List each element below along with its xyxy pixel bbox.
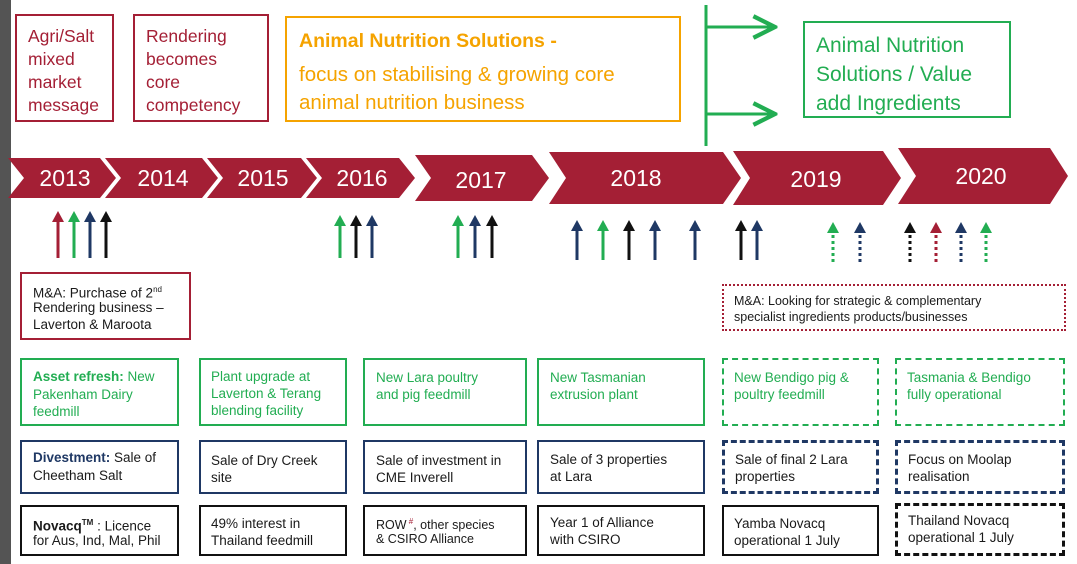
divestment-label: Divestment: — [33, 450, 111, 465]
year-label-2016: 2016 — [336, 165, 388, 191]
ma-purchase-line2: Rendering business – Laverton & Maroota — [33, 300, 164, 332]
arrow-group-2019 — [735, 220, 866, 262]
lara-feedmill-text: New Lara poultry and pig feedmill — [376, 370, 479, 402]
ma-looking-box: M&A: Looking for strategic & complementa… — [722, 284, 1066, 331]
ma-purchase-sup: nd — [153, 285, 162, 294]
bendigo-feedmill-text: New Bendigo pig & poultry feedmill — [734, 370, 849, 402]
novacq-licence-rest: : Licence — [93, 518, 152, 534]
asset-refresh-line1: Asset refresh: New — [33, 368, 155, 385]
csiro-alliance-text: Year 1 of Alliance with CSIRO — [550, 515, 654, 547]
row-csiro-line1: ROW #, other species — [376, 514, 495, 533]
yamba-novacq-text: Yamba Novacq operational 1 July — [734, 516, 840, 548]
rendering-text: Rendering becomes core competency — [146, 26, 241, 115]
chevron-2015 — [207, 158, 317, 198]
arrow-group-2017 — [452, 215, 498, 258]
agri-salt-box: Agri/Salt mixed market message — [15, 14, 114, 122]
final-lara-box: Sale of final 2 Lara properties — [722, 440, 879, 494]
ans-box: Animal Nutrition Solutions - focus on st… — [285, 16, 681, 122]
divestment-box: Divestment: Sale of Cheetham Salt — [20, 440, 179, 494]
row-csiro-sup: # — [406, 517, 414, 526]
moolap-box: Focus on Moolap realisation — [895, 440, 1065, 494]
divestment-rest: Sale of — [110, 450, 157, 465]
arrow-group-2013 — [52, 211, 112, 258]
asset-refresh-line2: Pakenham Dairy feedmill — [33, 387, 133, 419]
novacq-licence-line2: for Aus, Ind, Mal, Phil — [33, 533, 161, 548]
tasmanian-plant-text: New Tasmanian extrusion plant — [550, 370, 646, 402]
ans-title: Animal Nutrition Solutions - — [299, 30, 557, 52]
lara-properties-text: Sale of 3 properties at Lara — [550, 452, 668, 484]
chevron-2019 — [733, 151, 901, 205]
year-label-2013: 2013 — [39, 165, 91, 191]
transition-split-arrow — [704, 5, 775, 146]
ma-purchase-text-a: M&A: Purchase of 2 — [33, 285, 154, 301]
ma-looking-text: M&A: Looking for strategic & complementa… — [734, 294, 982, 324]
csiro-alliance-box: Year 1 of Alliance with CSIRO — [537, 505, 705, 556]
tasmanian-plant-box: New Tasmanian extrusion plant — [537, 358, 705, 426]
bendigo-feedmill-box: New Bendigo pig & poultry feedmill — [722, 358, 879, 426]
agri-salt-text: Agri/Salt mixed market message — [28, 26, 100, 115]
chevron-2013 — [8, 158, 116, 198]
year-label-2019: 2019 — [790, 166, 842, 192]
year-label-2015: 2015 — [237, 165, 289, 191]
chevron-2014 — [105, 158, 218, 198]
novacq-label: Novacq — [33, 518, 82, 534]
chevron-2017 — [415, 155, 549, 201]
arrow-group-2018 — [571, 220, 701, 260]
value-add-text: Animal Nutrition Solutions / Value add I… — [816, 34, 973, 115]
divestment-line1: Divestment: Sale of — [33, 449, 156, 466]
thailand-novacq-text: Thailand Novacq operational 1 July — [908, 513, 1014, 545]
arrow-group-2020 — [904, 222, 992, 262]
chevron-2018 — [549, 152, 741, 204]
novacq-licence-line1: NovacqTM : Licence — [33, 514, 151, 535]
dry-creek-box: Sale of Dry Creek site — [199, 440, 347, 494]
year-label-2014: 2014 — [137, 165, 189, 191]
dry-creek-text: Sale of Dry Creek site — [211, 453, 318, 485]
thailand-novacq-box: Thailand Novacq operational 1 July — [895, 503, 1065, 556]
ans-subtitle: focus on stabilising & growing core anim… — [299, 63, 615, 114]
asset-refresh-label: Asset refresh: — [33, 369, 124, 384]
arrow-group-2016 — [334, 215, 378, 258]
asset-refresh-box: Asset refresh: New Pakenham Dairy feedmi… — [20, 358, 179, 426]
year-label-2018: 2018 — [610, 165, 662, 191]
cme-inverell-text: Sale of investment in CME Inverell — [376, 453, 502, 485]
tas-bendigo-text: Tasmania & Bendigo fully operational — [907, 370, 1031, 402]
lara-properties-box: Sale of 3 properties at Lara — [537, 440, 705, 494]
ma-purchase-line1: M&A: Purchase of 2nd — [33, 281, 162, 302]
lara-feedmill-box: New Lara poultry and pig feedmill — [363, 358, 527, 426]
chevron-2020 — [898, 148, 1068, 204]
plant-upgrade-box: Plant upgrade at Laverton & Terang blend… — [199, 358, 347, 426]
chevron-2016 — [306, 158, 415, 198]
thailand-interest-box: 49% interest in Thailand feedmill — [199, 505, 347, 556]
final-lara-text: Sale of final 2 Lara properties — [735, 452, 848, 484]
divestment-line2: Cheetham Salt — [33, 468, 123, 483]
tas-bendigo-box: Tasmania & Bendigo fully operational — [895, 358, 1065, 426]
cme-inverell-box: Sale of investment in CME Inverell — [363, 440, 527, 494]
timeline-chevrons — [8, 148, 1068, 205]
row-csiro-text-b: , other species — [413, 518, 495, 533]
row-csiro-text-a: ROW — [376, 518, 407, 533]
value-add-box: Animal Nutrition Solutions / Value add I… — [803, 21, 1011, 118]
asset-refresh-rest: New — [123, 369, 155, 384]
left-edge-bar — [0, 0, 11, 564]
ma-purchase-box: M&A: Purchase of 2nd Rendering business … — [20, 272, 191, 340]
row-csiro-box: ROW #, other species & CSIRO Alliance — [363, 505, 527, 556]
thailand-interest-text: 49% interest in Thailand feedmill — [211, 516, 314, 548]
year-label-2020: 2020 — [955, 163, 1007, 189]
yamba-novacq-box: Yamba Novacq operational 1 July — [722, 505, 879, 556]
plant-upgrade-text: Plant upgrade at Laverton & Terang blend… — [211, 369, 322, 418]
novacq-tm: TM — [81, 518, 94, 527]
novacq-licence-box: NovacqTM : Licence for Aus, Ind, Mal, Ph… — [20, 505, 179, 556]
rendering-box: Rendering becomes core competency — [133, 14, 269, 122]
year-label-2017: 2017 — [455, 167, 507, 193]
moolap-text: Focus on Moolap realisation — [908, 452, 1012, 484]
row-csiro-line2: & CSIRO Alliance — [376, 532, 474, 546]
